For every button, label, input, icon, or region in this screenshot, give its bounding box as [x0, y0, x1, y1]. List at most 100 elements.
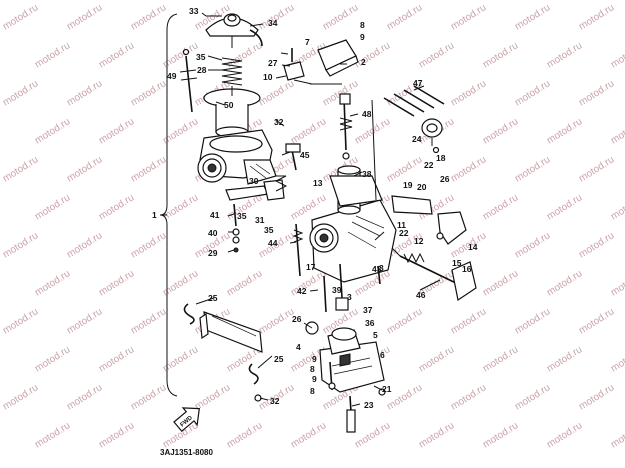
- watermark-text: motod.ru: [449, 2, 488, 32]
- watermark-text: motod.ru: [609, 116, 625, 146]
- callout-label: 25: [208, 293, 218, 303]
- callout-label: 17: [306, 262, 316, 272]
- callout-label: 11: [397, 220, 406, 230]
- watermark-text: motod.ru: [449, 382, 488, 412]
- watermark-text: motod.ru: [513, 382, 552, 412]
- callout-label: 8: [310, 364, 315, 374]
- watermark-text: motod.ru: [129, 230, 168, 260]
- diagram-code: 3AJ1351-8080: [160, 448, 213, 457]
- watermark-text: motod.ru: [417, 40, 456, 70]
- callout-label: 13: [313, 178, 323, 188]
- watermark-text: motod.ru: [353, 420, 392, 450]
- watermark-text: motod.ru: [321, 2, 360, 32]
- watermark-text: motod.ru: [577, 2, 616, 32]
- callout-label: 24: [412, 134, 422, 144]
- watermark-text: motod.ru: [449, 78, 488, 108]
- watermark-text: motod.ru: [33, 116, 72, 146]
- watermark-text: motod.ru: [609, 268, 625, 298]
- watermark-text: motod.ru: [609, 344, 625, 374]
- callout-label: 5: [373, 330, 378, 340]
- callout-label: 6: [380, 350, 385, 360]
- watermark-text: motod.ru: [609, 40, 625, 70]
- watermark-text: motod.ru: [97, 40, 136, 70]
- callout-label: 14: [468, 242, 478, 252]
- watermark-text: motod.ru: [129, 154, 168, 184]
- adjuster-screws-row: [383, 85, 445, 117]
- callout-labels: 1 2 3 3 4 5 6 7 8 8 8 9 9 9 10 11 12 13 …: [152, 6, 478, 410]
- watermark-text: motod.ru: [1, 306, 40, 336]
- watermark-text: motod.ru: [385, 2, 424, 32]
- callout-label: 42: [297, 286, 307, 296]
- callout-label: 45: [300, 150, 310, 160]
- watermark-text: motod.ru: [513, 154, 552, 184]
- watermark-text: motod.ru: [449, 306, 488, 336]
- callout-label: 3: [379, 263, 384, 273]
- watermark-text: motod.ru: [97, 268, 136, 298]
- front-arrow-icon: FWD: [173, 407, 200, 433]
- watermark-text: motod.ru: [97, 344, 136, 374]
- watermark-text: motod.ru: [577, 382, 616, 412]
- watermark-text: motod.ru: [545, 268, 584, 298]
- assembly-bracket: [159, 13, 178, 397]
- watermark-text: motod.ru: [65, 2, 104, 32]
- callout-label: 33: [189, 6, 199, 16]
- diaphragm-piston: [203, 86, 261, 138]
- watermark-text: motod.ru: [289, 420, 328, 450]
- watermark-text: motod.ru: [33, 268, 72, 298]
- callout-label: 25: [274, 354, 284, 364]
- watermark-text: motod.ru: [225, 268, 264, 298]
- float-bowl: [319, 327, 385, 393]
- watermark-text: motod.ru: [97, 192, 136, 222]
- callout-label: 38: [362, 169, 372, 179]
- watermark-text: motod.ru: [577, 78, 616, 108]
- watermark-text: motod.ru: [65, 78, 104, 108]
- callout-label: 49: [167, 71, 177, 81]
- callout-label: 41: [210, 210, 220, 220]
- watermark-text: motod.ru: [33, 40, 72, 70]
- callout-label: 32: [270, 396, 280, 406]
- watermark-text: motod.ru: [481, 192, 520, 222]
- watermark-text: motod.ru: [129, 78, 168, 108]
- throttle-stop-screw: [274, 143, 301, 192]
- watermark-text: motod.ru: [65, 306, 104, 336]
- watermark-text: motod.ru: [1, 382, 40, 412]
- watermark-text: motod.ru: [33, 192, 72, 222]
- watermark-text: motod.ru: [481, 344, 520, 374]
- watermark-text: motod.ru: [289, 116, 328, 146]
- watermark-text: motod.ru: [65, 230, 104, 260]
- vertical-tube-hose: [310, 83, 377, 201]
- watermark-text: motod.ru: [257, 306, 296, 336]
- watermark-text: motod.ru: [545, 344, 584, 374]
- watermark-text: motod.ru: [289, 268, 328, 298]
- drain-screw-parts: [328, 361, 386, 396]
- callout-label: 22: [424, 160, 434, 170]
- callout-label: 40: [208, 228, 218, 238]
- callout-label: 35: [264, 225, 274, 235]
- watermark-text: motod.ru: [1, 2, 40, 32]
- callout-label: 22: [399, 228, 409, 238]
- watermark-text: motod.ru: [513, 2, 552, 32]
- choke-lever-top: [283, 48, 313, 85]
- choke-cap: [317, 39, 359, 77]
- watermark-text: motod.ru: [1, 78, 40, 108]
- watermark-text: motod.ru: [545, 116, 584, 146]
- callout-label: 9: [312, 354, 317, 364]
- callout-label: 43: [372, 264, 382, 274]
- watermark-text: motod.ru: [1, 230, 40, 260]
- watermark-text: motod.ru: [577, 306, 616, 336]
- watermark-text: motod.ru: [225, 420, 264, 450]
- callout-label: 26: [292, 314, 302, 324]
- callout-label: 16: [462, 264, 472, 274]
- watermark-text: motod.ru: [353, 40, 392, 70]
- throttle-linkage-left: [225, 179, 285, 253]
- callout-label: 31: [255, 215, 265, 225]
- watermark-text: motod.ru: [65, 382, 104, 412]
- callout-label: 8: [360, 20, 365, 30]
- callout-label: 36: [365, 318, 375, 328]
- callout-label: 28: [197, 65, 207, 75]
- callout-label: 47: [413, 78, 423, 88]
- callout-label: 23: [364, 400, 374, 410]
- accelerator-pump-linkage: [391, 195, 477, 301]
- watermark-text: motod.ru: [33, 344, 72, 374]
